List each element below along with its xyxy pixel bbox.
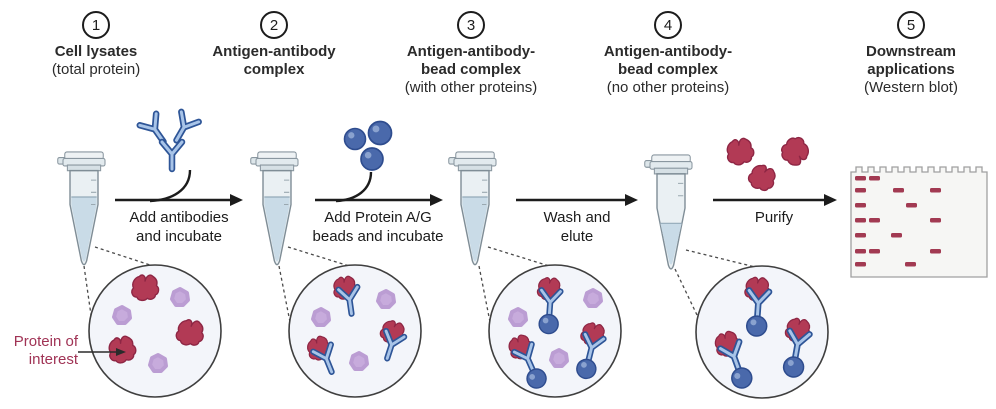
step-1-header: 1 Cell lysates (total protein) [0, 11, 201, 79]
step-3-subtitle: (with other proteins) [404, 79, 538, 96]
magnified-view-3 [488, 264, 622, 398]
magnified-view-1 [88, 264, 222, 398]
step-4-number: 4 [654, 11, 682, 39]
purified-proteins-icon [724, 132, 815, 195]
step-1-number: 1 [82, 11, 110, 39]
western-blot-gel [850, 166, 988, 278]
step-5-number: 5 [897, 11, 925, 39]
protein-of-interest-label: Protein of interest [13, 333, 78, 368]
step-2-title: Antigen-antibody complex [212, 43, 336, 78]
arrow-purify [713, 194, 837, 206]
step-4-subtitle: (no other proteins) [606, 79, 730, 96]
protein-of-interest-pointer [78, 348, 126, 356]
step-2-number: 2 [260, 11, 288, 39]
step-1-subtitle: (total protein) [51, 61, 141, 78]
arrow-label-add-beads: Add Protein A/G beads and incubate [312, 209, 444, 245]
antibodies-icon [140, 112, 199, 169]
arrow-label-purify: Purify [754, 209, 794, 226]
step-2-header: 2 Antigen-antibody complex [169, 11, 379, 79]
magnified-view-4 [695, 265, 829, 399]
step-3-title: Antigen-antibody- bead complex [406, 43, 536, 78]
step-3-header: 3 Antigen-antibody- bead complex (with o… [366, 11, 576, 97]
protein-ag-beads-icon [343, 120, 393, 171]
step-4-header: 4 Antigen-antibody- bead complex (no oth… [563, 11, 773, 97]
arrow-add-antibodies [115, 169, 243, 206]
step-4-title: Antigen-antibody- bead complex [603, 43, 733, 78]
step-3-number: 3 [457, 11, 485, 39]
arrow-wash-elute [516, 194, 638, 206]
gel-bands [855, 176, 941, 267]
magnified-view-2 [288, 264, 422, 398]
step-5-subtitle: (Western blot) [864, 79, 958, 96]
step-5-title: Downstream applications [865, 43, 957, 78]
step-5-header: 5 Downstream applications (Western blot) [806, 11, 996, 97]
arrow-label-wash-elute: Wash and elute [543, 209, 611, 245]
arrow-label-add-antibodies: Add antibodies and incubate [129, 209, 229, 245]
step-1-title: Cell lysates [54, 43, 138, 60]
arrow-add-beads [315, 171, 443, 206]
